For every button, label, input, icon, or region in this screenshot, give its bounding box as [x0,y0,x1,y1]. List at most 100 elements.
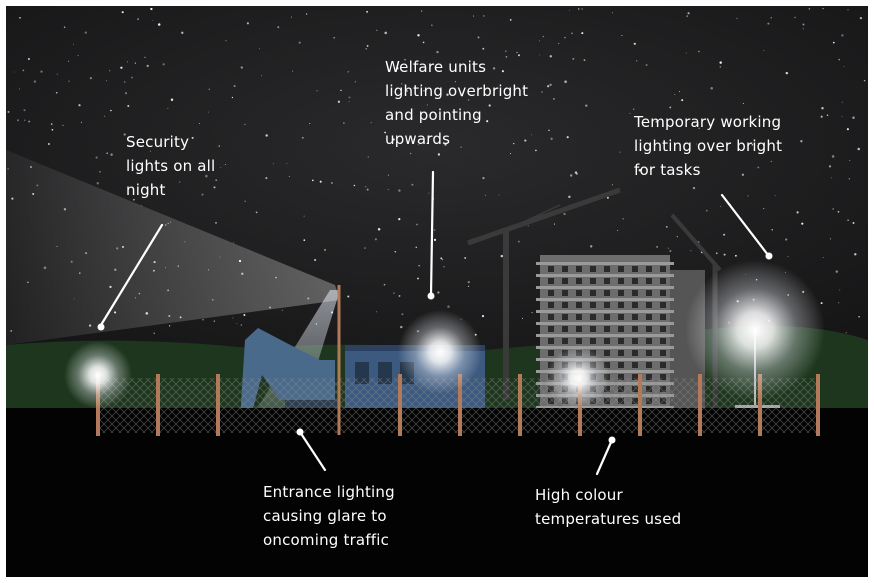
star [619,151,621,153]
star [686,15,689,17]
star [763,207,765,210]
star [150,7,153,11]
star [152,19,154,21]
building-window [632,338,638,344]
building-window [618,338,624,344]
building-window [660,362,666,368]
star [751,143,754,146]
star [564,80,567,83]
star [505,50,507,52]
star [110,153,113,156]
star [841,116,843,117]
star [645,63,648,67]
building-window [604,350,610,356]
star [33,80,37,83]
building-window [632,314,638,320]
temporary-lighting-caption: Temporary working lighting over bright f… [634,110,782,182]
star [134,62,137,64]
star [696,143,698,145]
pointer-security [99,223,164,327]
star [611,12,614,14]
star [56,73,58,75]
star [820,302,823,305]
building-window [562,266,568,272]
building-window [646,266,652,272]
star [240,324,243,326]
star [428,135,430,137]
star [698,127,700,129]
star [498,194,500,196]
star [687,12,690,15]
star [517,54,521,57]
star [539,40,541,42]
building-window [646,314,652,320]
star [769,121,771,123]
star [426,142,429,145]
star [568,195,571,199]
star [464,257,467,259]
star [685,52,687,54]
star [841,101,843,103]
star [655,120,658,123]
star [705,209,708,212]
star [467,99,470,101]
star [800,140,803,143]
star [133,198,135,201]
star [854,253,857,256]
star [483,15,485,17]
star [343,122,345,124]
security-lights-caption: Security lights on all night [126,130,215,202]
star [446,93,449,96]
star [847,9,849,11]
star [365,48,367,50]
star [510,153,512,155]
building-window [576,338,582,344]
star [852,116,855,119]
star [40,70,43,73]
star [460,146,462,148]
star [553,98,555,100]
star [802,23,805,26]
star [845,331,847,334]
star [757,166,760,169]
building-window [660,302,666,308]
building-floor-slab [536,286,674,289]
building-window [618,290,624,296]
building-window [632,290,638,296]
star [484,194,486,196]
star [62,124,64,127]
star [550,137,553,140]
star [535,149,537,152]
building-floor-slab [536,274,674,277]
building-window [562,326,568,332]
star [606,196,609,199]
star [838,302,840,304]
star [333,36,336,39]
star [50,123,53,125]
star [168,325,171,327]
star [51,128,54,131]
star [104,115,106,117]
star [348,101,350,103]
star [366,188,369,191]
star [231,96,234,99]
star [367,156,370,158]
star [387,174,389,176]
star [24,119,26,121]
star [785,238,788,241]
building-window [632,326,638,332]
star [13,71,15,73]
star [454,81,456,83]
star [831,155,835,158]
star [286,163,288,165]
star [80,121,82,123]
star [821,107,824,110]
building-window [618,314,624,320]
caption-line: Temporary working [634,113,782,131]
star [208,88,211,91]
star [741,173,745,176]
star [473,15,475,17]
star [417,277,419,280]
star [808,8,811,10]
star [146,64,149,68]
